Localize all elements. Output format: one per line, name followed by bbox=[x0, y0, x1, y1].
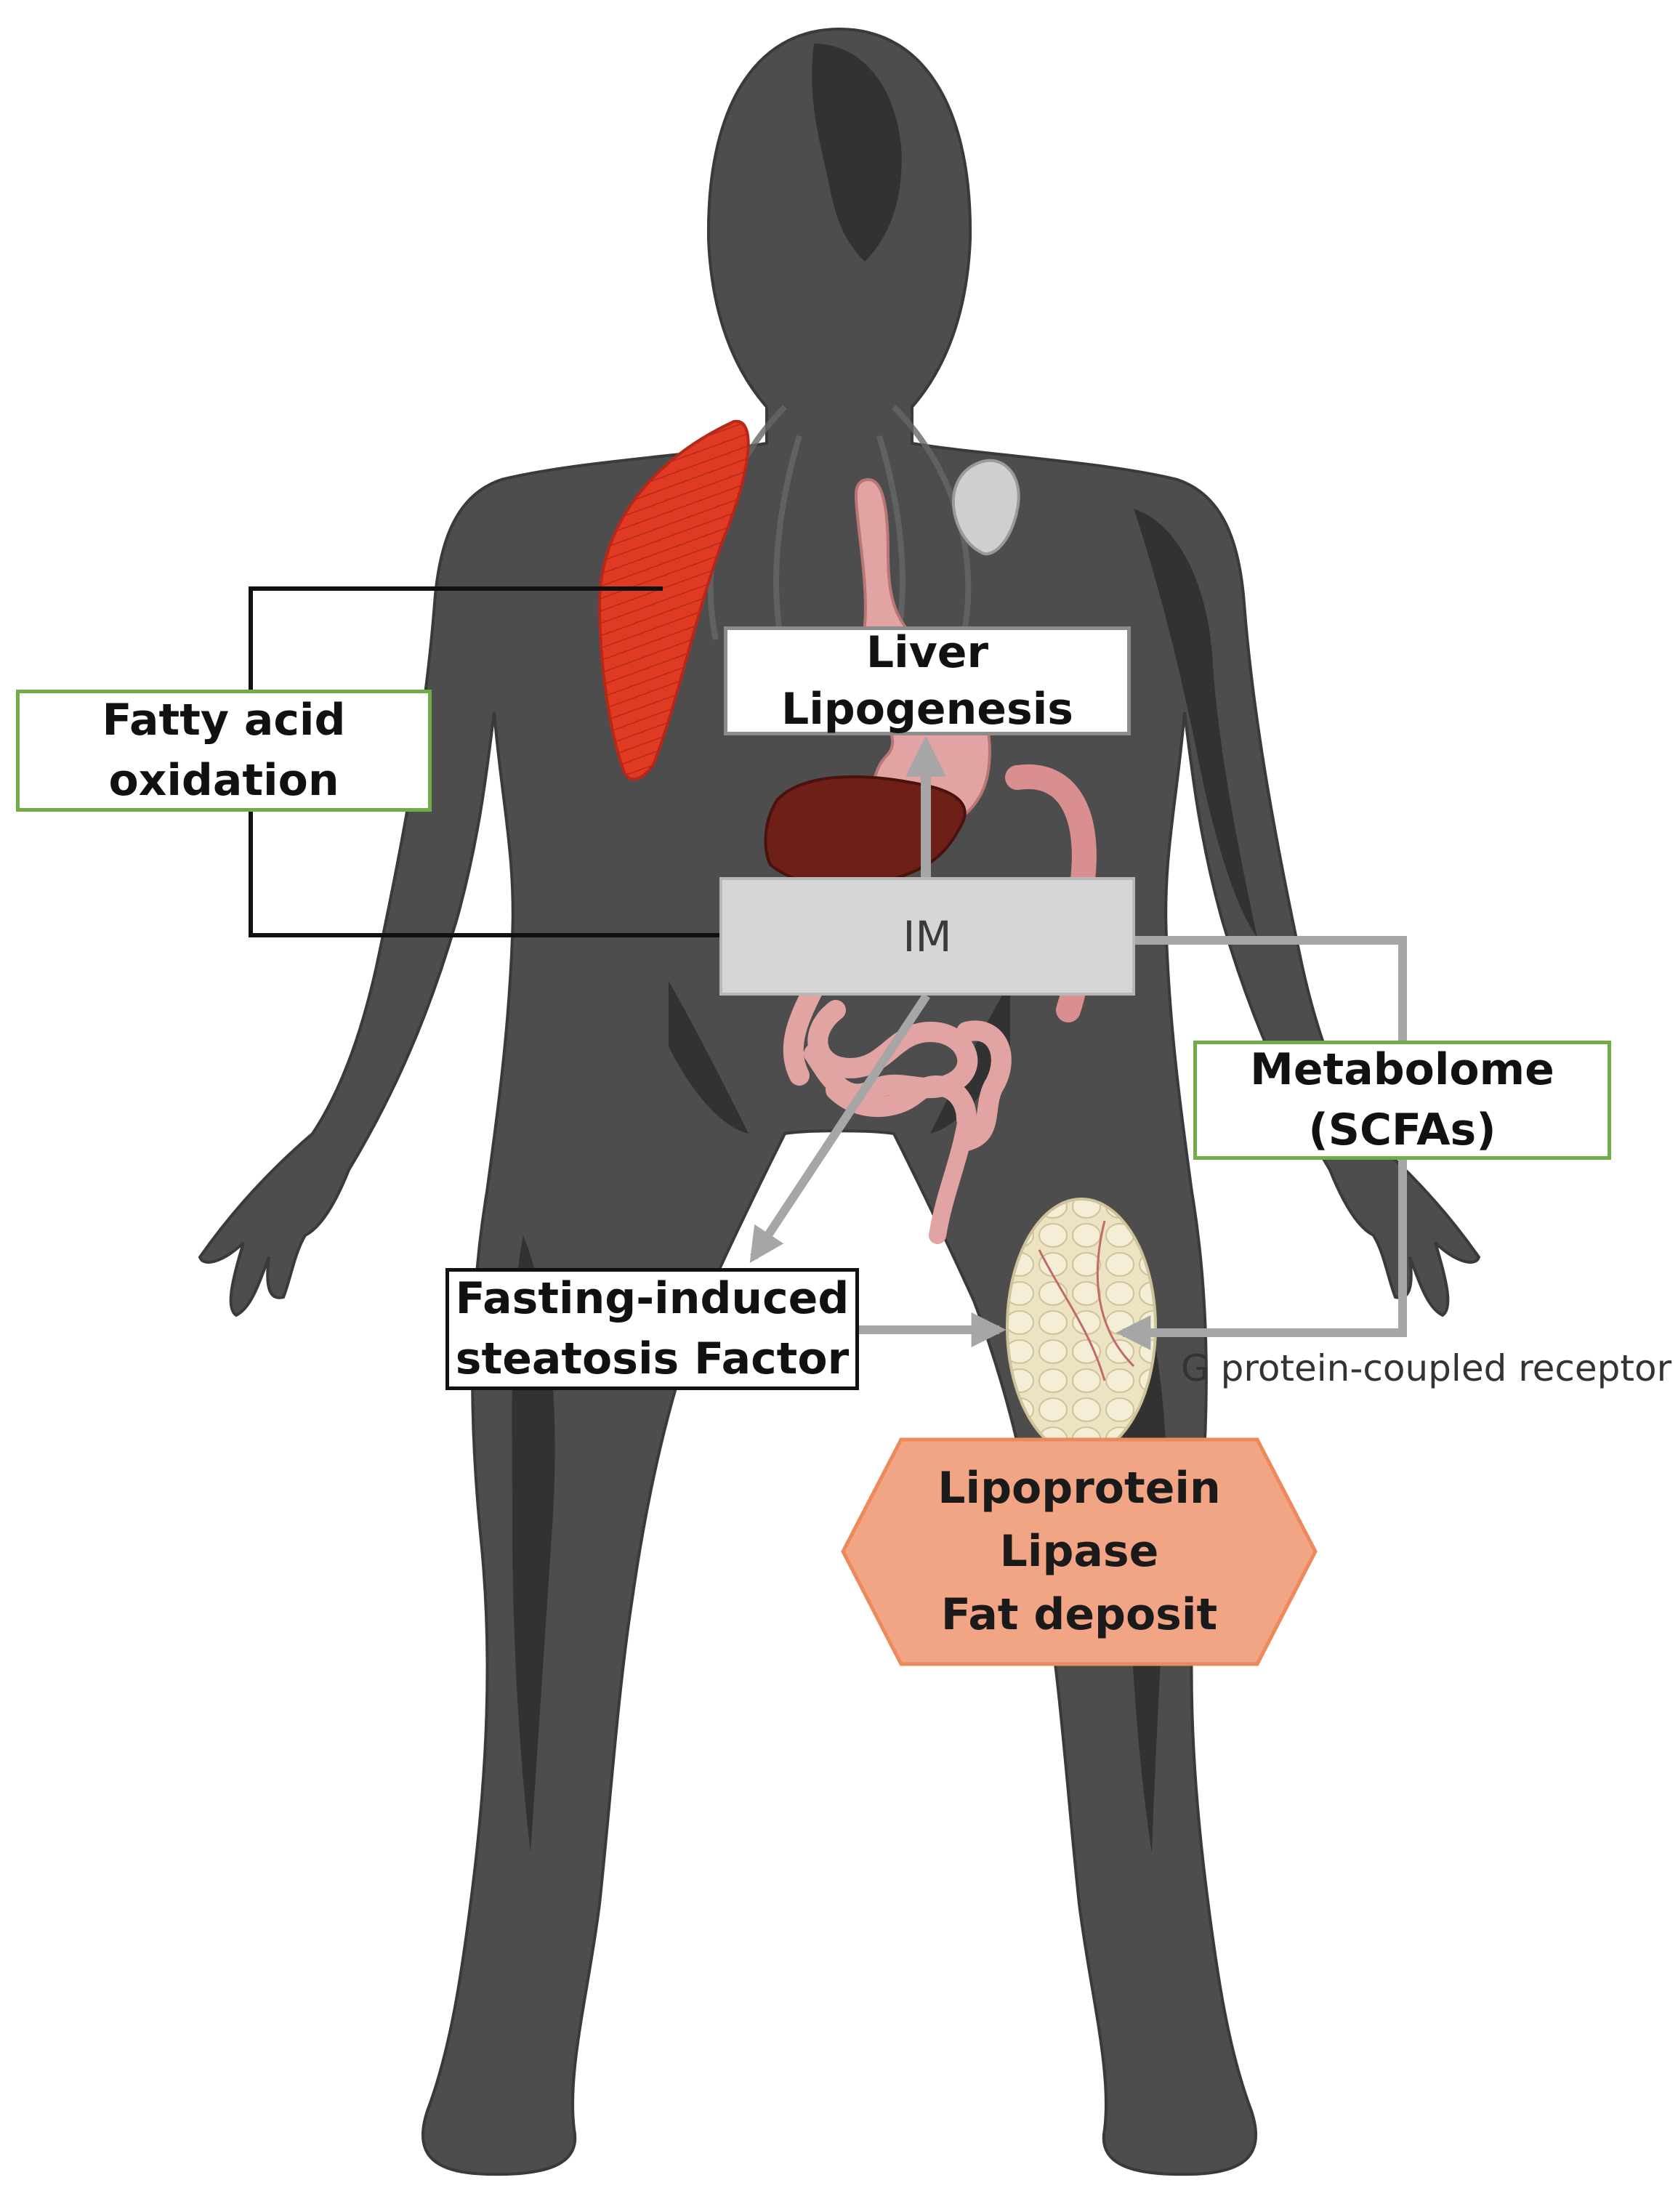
node-metabolome: Metabolome (SCFAs) bbox=[1193, 1041, 1611, 1160]
gpcr-annotation: G protein-coupled receptor bbox=[1181, 1347, 1672, 1389]
node-im: IM bbox=[719, 877, 1135, 996]
edge-im-metabolome bbox=[1135, 936, 1407, 1041]
lpl-line-2: Lipase bbox=[999, 1526, 1159, 1577]
adipose-tissue bbox=[1006, 1198, 1157, 1456]
heart bbox=[951, 459, 1020, 556]
lpl-line-1: Lipoprotein bbox=[937, 1463, 1221, 1514]
edge-im-fiaf bbox=[749, 993, 931, 1264]
liver-line-1: Liver bbox=[866, 627, 989, 678]
fiaf-line-2: steatosis Factor bbox=[455, 1333, 850, 1384]
node-fiaf: Fasting-induced steatosis Factor bbox=[445, 1268, 859, 1390]
liver-line-2: Lipogenesis bbox=[780, 684, 1073, 735]
metabolome-line-2: (SCFAs) bbox=[1308, 1105, 1496, 1155]
fiaf-line-1: Fasting-induced bbox=[455, 1273, 850, 1325]
node-fatty-acid-oxidation: Fatty acid oxidation bbox=[16, 690, 432, 812]
intestine-tail bbox=[929, 1110, 975, 1244]
node-lipoprotein-lipase: Lipoprotein Lipase Fat deposit bbox=[843, 1440, 1315, 1664]
edge-metabolome-adipose bbox=[1116, 1160, 1407, 1350]
lpl-line-3: Fat deposit bbox=[940, 1589, 1218, 1640]
muscle bbox=[597, 419, 750, 781]
im-label: IM bbox=[903, 911, 952, 961]
liver bbox=[764, 775, 967, 889]
node-liver-lipogenesis: Liver Lipogenesis bbox=[724, 626, 1131, 735]
lipoprotein-lipase-hexagon bbox=[841, 1437, 1318, 1666]
metabolome-line-1: Metabolome bbox=[1250, 1044, 1554, 1096]
fatty-acid-line-1: Fatty acid bbox=[102, 695, 346, 746]
fatty-acid-line-2: oxidation bbox=[108, 755, 339, 806]
